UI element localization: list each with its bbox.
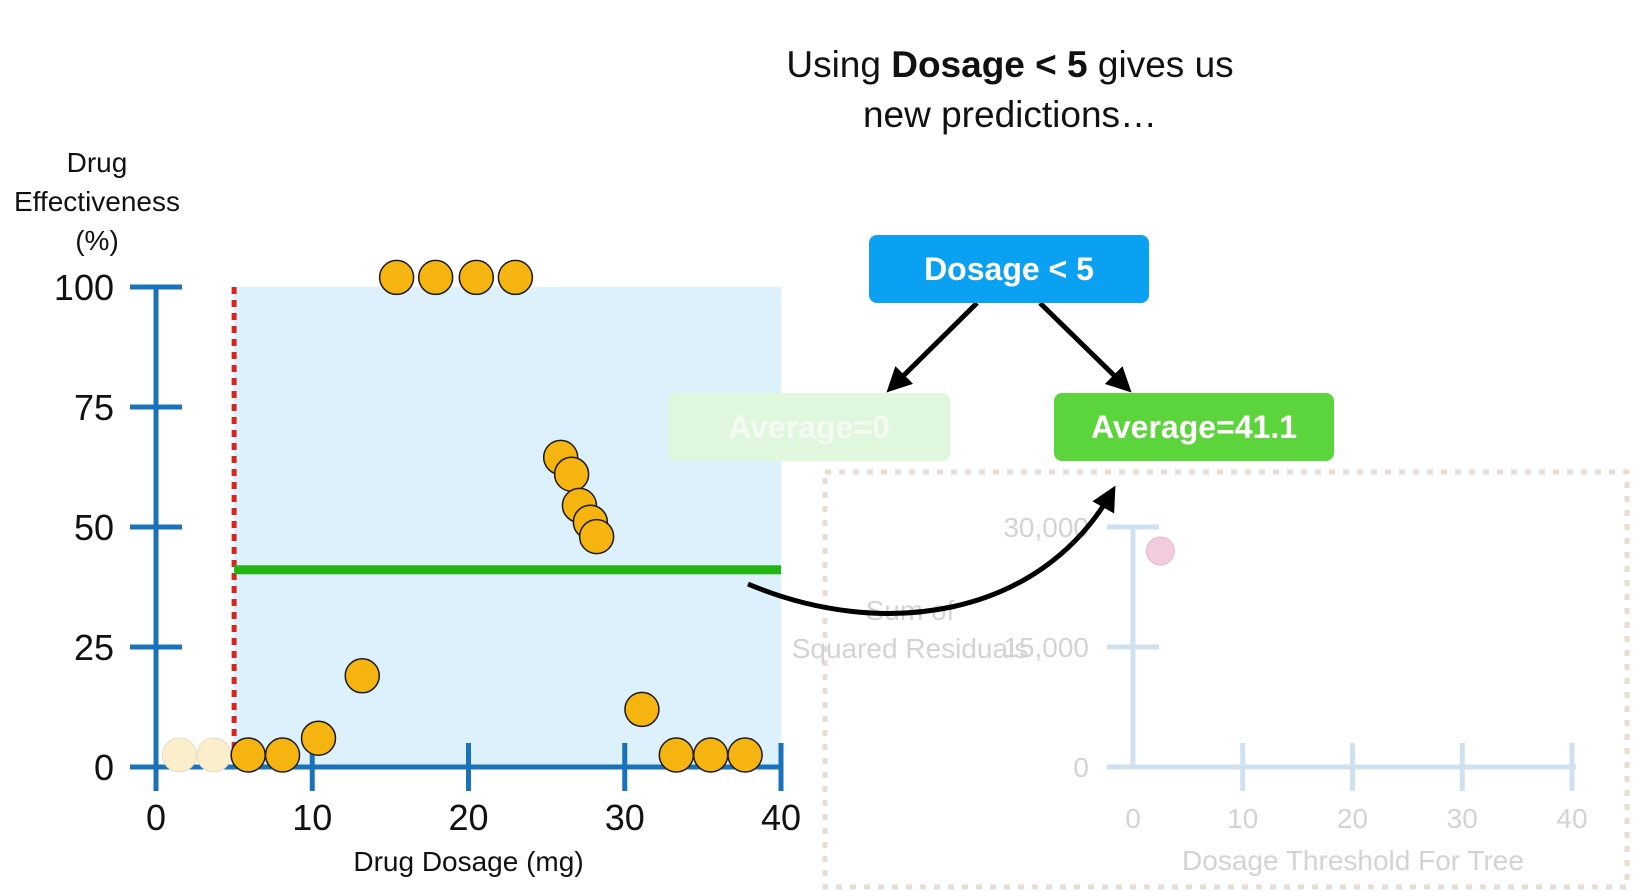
data-point <box>658 737 695 773</box>
ssr-panel-frame <box>822 469 1630 890</box>
ssr-x-axis-label: Dosage Threshold For Tree <box>1182 845 1524 876</box>
data-point <box>624 691 660 728</box>
tree-right-leaf: Average=41.1 <box>1054 393 1334 461</box>
tree-arrows <box>747 301 1132 616</box>
ssr-data-point <box>1145 536 1175 566</box>
data-point <box>553 456 590 492</box>
data-point <box>230 737 266 773</box>
data-point <box>727 737 763 773</box>
x-tick-label: 0 <box>146 797 166 838</box>
faded-data-point <box>161 737 197 773</box>
ssr-x-tick-label: 30 <box>1447 803 1478 834</box>
ssr-x-tick-label: 10 <box>1227 803 1258 834</box>
data-point <box>692 737 729 773</box>
data-point <box>417 259 454 296</box>
y-tick-label: 75 <box>74 387 114 428</box>
ssr-x-tick-label: 40 <box>1556 803 1587 834</box>
tree-root-node: Dosage < 5 <box>869 235 1149 303</box>
data-point <box>578 518 615 555</box>
headline-suffix: gives us <box>1087 44 1234 85</box>
headline: Using Dosage < 5 gives us new prediction… <box>700 40 1320 140</box>
y-tick-label: 50 <box>74 507 114 548</box>
ssr-y-tick-label: 0 <box>1073 752 1089 783</box>
tree-left-leaf: Average=0 <box>668 393 950 461</box>
faded-data-point <box>196 737 232 773</box>
x-tick-label: 10 <box>292 797 332 838</box>
x-tick-label: 20 <box>448 797 488 838</box>
headline-line2: new predictions… <box>862 94 1158 135</box>
data-point <box>458 259 495 296</box>
data-point <box>264 737 301 773</box>
y-tick-label: 100 <box>54 267 114 308</box>
data-point <box>378 259 415 296</box>
left-branch-arrow <box>886 301 979 393</box>
ssr-x-tick-label: 0 <box>1125 803 1141 834</box>
x-axis-label: Drug Dosage (mg) <box>353 846 583 877</box>
data-point <box>344 658 380 694</box>
x-tick-label: 40 <box>761 797 801 838</box>
prediction-link-arrow <box>747 485 1116 616</box>
headline-bold: Dosage < 5 <box>891 44 1088 85</box>
data-point <box>497 259 534 296</box>
ssr-y-tick-label: 15,000 <box>1003 632 1089 663</box>
ssr-x-tick-label: 20 <box>1337 803 1368 834</box>
x-tick-label: 30 <box>605 797 645 838</box>
y-tick-label: 25 <box>74 627 114 668</box>
data-point <box>300 720 337 756</box>
highlight-region <box>234 287 781 767</box>
y-tick-label: 0 <box>94 747 114 788</box>
headline-prefix: Using <box>786 44 892 85</box>
right-branch-arrow <box>1038 301 1132 393</box>
